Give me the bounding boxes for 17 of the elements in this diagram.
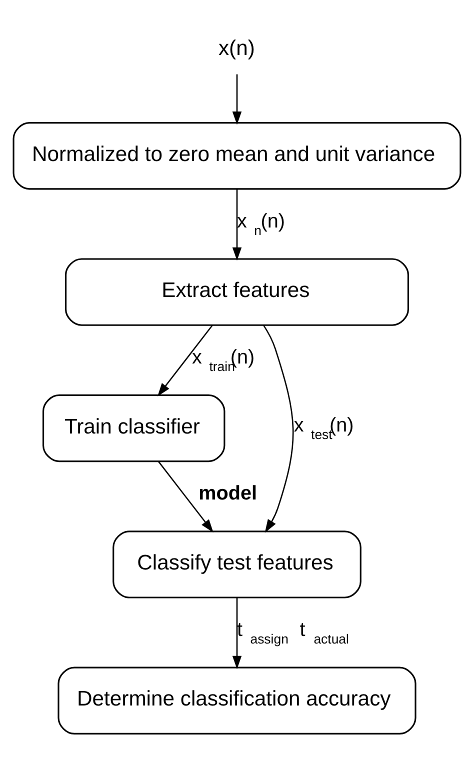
arrow [263,324,294,533]
node-box: Normalized to zero mean and unit variance [12,122,462,190]
arrow [232,189,242,261]
node-box: Classify test features [112,530,362,598]
edge-label: x$_{n}$(n) [237,210,286,238]
node-box: Extract features [64,258,410,326]
edge-label: model [198,482,258,505]
node-box: Train classifier [42,394,226,462]
edge-label: x$_{test}$(n) [294,414,354,442]
edge-label: t$_{assign}$ t$_{actual}$ [237,618,349,646]
edge-label: x$_{train}$(n) [192,346,255,374]
arrow [158,324,213,396]
arrow [158,461,214,533]
arrow [232,598,242,670]
arrow [232,74,242,125]
node-text: x(n) [218,37,255,60]
node-box: Determine classification accuracy [58,666,416,734]
